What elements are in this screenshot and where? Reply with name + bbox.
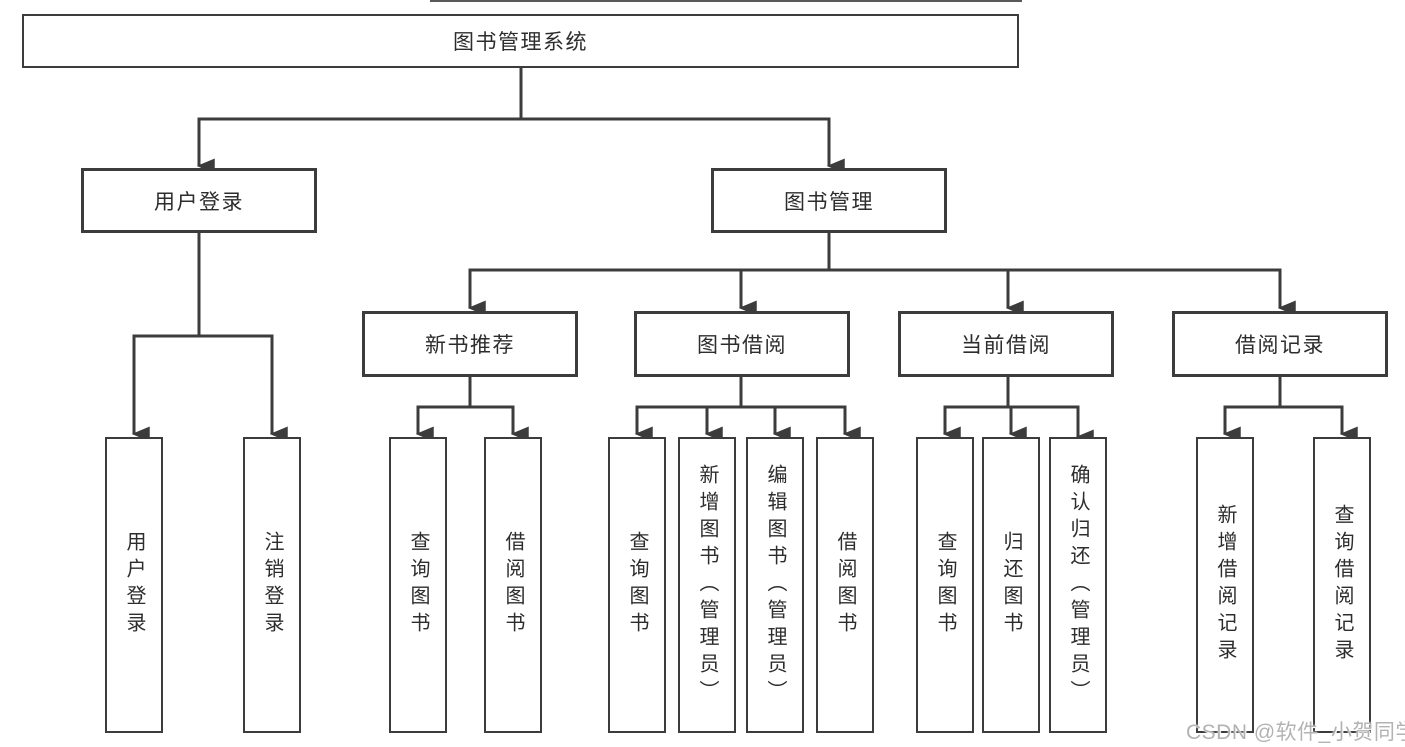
leaf-label: 查询图书 [934, 531, 956, 639]
node-current-borrowing: 当前借阅 [898, 311, 1114, 377]
leaf-label: 编辑图书（管理员） [764, 463, 786, 707]
node-label: 图书管理 [784, 190, 874, 214]
top-edge-line [430, 0, 1022, 2]
leaf-edit-books-admin: 编辑图书（管理员） [746, 437, 804, 733]
leaf-logout: 注销登录 [243, 437, 301, 733]
leaf-query-books-current: 查询图书 [916, 437, 974, 733]
node-label: 借阅记录 [1235, 334, 1325, 357]
node-label: 当前借阅 [961, 334, 1051, 357]
csdn-watermark: CSDN @软件_小贺同学 [1186, 721, 1405, 744]
leaf-label: 查询图书 [407, 531, 429, 639]
leaf-add-borrow-record: 新增借阅记录 [1196, 437, 1254, 733]
leaf-label: 用户登录 [123, 531, 145, 639]
leaf-confirm-return-admin: 确认归还（管理员） [1049, 437, 1107, 733]
leaf-query-books-recommend: 查询图书 [389, 437, 447, 733]
leaf-label: 查询图书 [626, 531, 648, 639]
leaf-query-borrow-record: 查询借阅记录 [1313, 437, 1371, 733]
leaf-label: 确认归还（管理员） [1067, 463, 1089, 707]
node-label: 图书借阅 [697, 334, 787, 357]
leaf-label: 借阅图书 [834, 531, 856, 639]
node-root-library-system: 图书管理系统 [22, 14, 1019, 68]
node-borrowing-records: 借阅记录 [1172, 311, 1388, 377]
leaf-label: 新增图书（管理员） [696, 463, 718, 707]
leaf-return-books: 归还图书 [982, 437, 1040, 733]
leaf-query-books-borrow: 查询图书 [608, 437, 666, 733]
leaf-label: 归还图书 [1000, 531, 1022, 639]
node-label: 用户登录 [154, 190, 244, 214]
leaf-label: 查询借阅记录 [1331, 504, 1353, 666]
leaf-borrow-books-recommend: 借阅图书 [484, 437, 542, 733]
node-label: 图书管理系统 [453, 31, 588, 54]
node-book-borrowing: 图书借阅 [634, 311, 850, 377]
leaf-add-books-admin: 新增图书（管理员） [678, 437, 736, 733]
node-new-book-recommend: 新书推荐 [362, 311, 578, 377]
leaf-label: 新增借阅记录 [1214, 504, 1236, 666]
leaf-label: 借阅图书 [502, 531, 524, 639]
leaf-label: 注销登录 [261, 531, 283, 639]
node-user-login: 用户登录 [81, 168, 317, 233]
leaf-user-login: 用户登录 [105, 437, 163, 733]
node-label: 新书推荐 [425, 334, 515, 357]
leaf-borrow-books: 借阅图书 [816, 437, 874, 733]
node-book-management: 图书管理 [711, 168, 947, 233]
